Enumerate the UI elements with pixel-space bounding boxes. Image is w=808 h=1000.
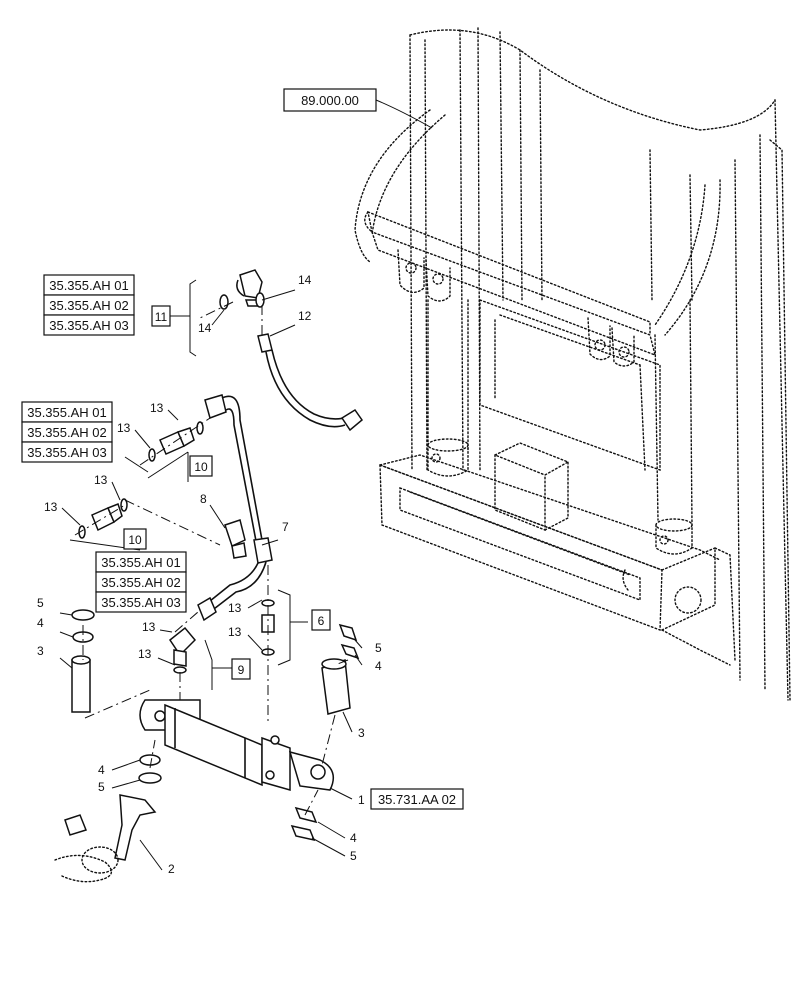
callout-13: 13 [228,625,242,639]
callout-12: 12 [298,309,312,323]
ref-group-10-upper[interactable]: 35.355.AH 01 35.355.AH 02 35.355.AH 03 [21,401,113,463]
callout-13: 13 [94,473,108,487]
callout-13: 13 [150,401,164,415]
o-ring [219,294,229,310]
callouts: 14 12 14 13 13 13 13 8 7 13 13 13 13 5 4… [37,273,382,876]
callout-14: 14 [298,273,312,287]
group-box-11[interactable]: 11 [151,305,171,327]
washer-4 [139,754,161,766]
pin-3-left [71,655,91,713]
svg-text:10: 10 [128,533,142,547]
mast-frame [354,27,791,701]
ref-group-11[interactable]: 35.355.AH 01 35.355.AH 02 35.355.AH 03 [43,274,135,336]
ref-10b-line-2: 35.355.AH 02 [101,575,181,590]
hoses-fittings [78,269,364,674]
washer-4 [294,806,318,824]
callout-7: 7 [282,520,289,534]
group-box-10-upper[interactable]: 10 [189,455,213,477]
callout-13: 13 [228,601,242,615]
callout-13: 13 [138,647,152,661]
hose-12 [257,333,364,432]
ref-10a-line-3: 35.355.AH 03 [27,445,107,460]
callout-5: 5 [37,596,44,610]
ref-10b-line-1: 35.355.AH 01 [101,555,181,570]
elbow-fitting-9 [168,626,197,674]
callout-1: 1 [358,793,365,807]
callout-3: 3 [358,726,365,740]
callout-2: 2 [168,862,175,876]
callout-4: 4 [375,659,382,673]
callout-3: 3 [37,644,44,658]
callout-13: 13 [44,500,58,514]
svg-text:11: 11 [155,310,168,324]
callout-5: 5 [98,780,105,794]
hydraulic-cylinder [139,699,335,791]
ref-10b-line-3: 35.355.AH 03 [101,595,181,610]
centerlines [74,301,349,816]
callout-4: 4 [350,831,357,845]
o-ring [255,292,265,308]
clip-5 [340,643,360,660]
ref-10a-line-2: 35.355.AH 02 [27,425,107,440]
callout-5: 5 [375,641,382,655]
group-box-6[interactable]: 6 [311,609,331,631]
ref-group-10-lower[interactable]: 35.355.AH 01 35.355.AH 02 35.355.AH 03 [95,551,187,613]
callout-5: 5 [350,849,357,863]
clip-5 [71,609,95,621]
leader-lines [59,99,433,871]
svg-text:9: 9 [238,663,245,677]
ref-11-line-1: 35.355.AH 01 [49,278,129,293]
ref-frame-box[interactable]: 89.000.00 [283,88,377,112]
clip-5 [290,824,316,842]
callout-13: 13 [117,421,131,435]
clip-5 [138,772,162,784]
callout-4: 4 [37,616,44,630]
fitting-8 [224,519,247,559]
ref-frame-label: 89.000.00 [301,93,359,108]
straight-fitting-10a [148,421,204,462]
hose-7 [197,394,273,622]
group-box-9[interactable]: 9 [231,658,251,680]
svg-text:10: 10 [194,460,208,474]
svg-text:6: 6 [318,614,325,628]
ref-10a-line-1: 35.355.AH 01 [27,405,107,420]
ref-11-line-3: 35.355.AH 03 [49,318,129,333]
ref-11-line-2: 35.355.AH 02 [49,298,129,313]
ref-cylinder-box[interactable]: 35.731.AA 02 [370,788,464,810]
callout-13: 13 [142,620,156,634]
group-box-10-lower[interactable]: 10 [123,528,147,550]
bracket-2 [54,794,157,883]
pin-3-right [321,658,351,715]
washer-4 [338,623,358,642]
callout-8: 8 [200,492,207,506]
ref-cylinder-label: 35.731.AA 02 [378,792,456,807]
callout-14: 14 [198,321,212,335]
straight-fitting-10b [78,498,128,539]
callout-4: 4 [98,763,105,777]
